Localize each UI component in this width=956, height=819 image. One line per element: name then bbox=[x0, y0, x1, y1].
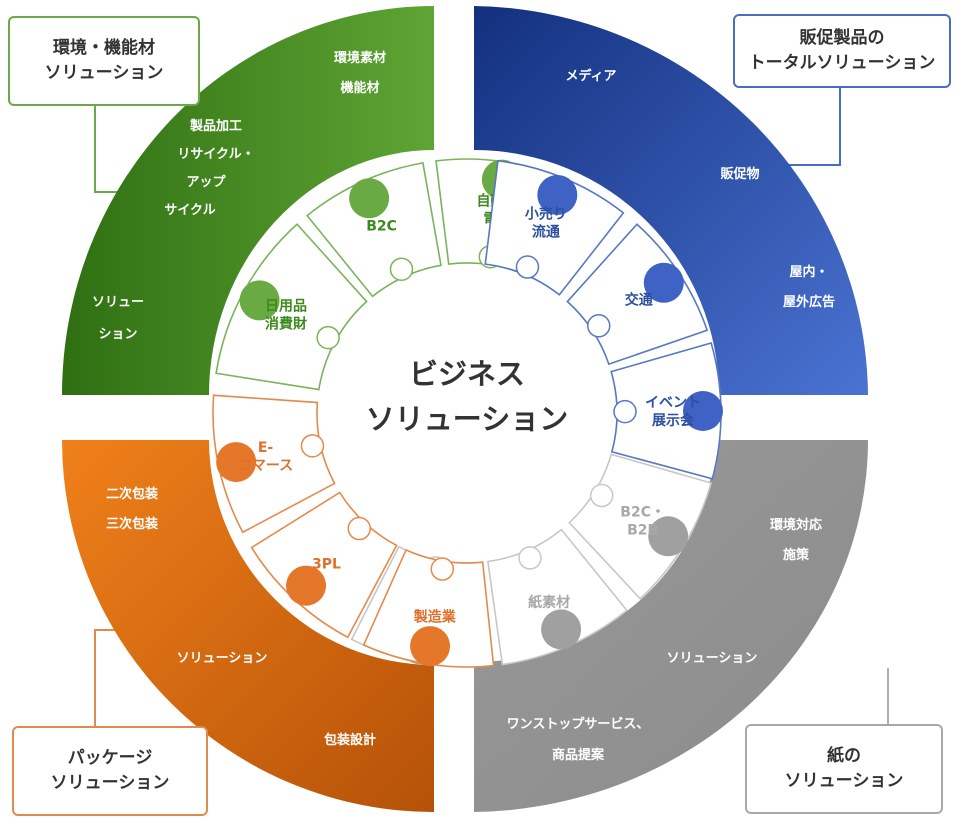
green-ring-label: アップ bbox=[186, 175, 226, 190]
gray-ring-label: ワンストップサービス、 bbox=[507, 716, 650, 732]
blue-ring-band bbox=[474, 6, 868, 395]
blue-segment-label: 交通 bbox=[625, 291, 653, 308]
orange-segment-node bbox=[300, 434, 325, 458]
green-segment-node bbox=[316, 325, 340, 350]
orange-segment-dot bbox=[410, 626, 451, 667]
blue-callout-label: 販促製品の bbox=[799, 28, 885, 49]
orange-segment-node bbox=[347, 516, 371, 541]
center-title-line2: ソリューション bbox=[366, 402, 568, 436]
blue-segment-label: 流通 bbox=[532, 224, 560, 241]
green-callout-label: ソリューション bbox=[44, 63, 164, 83]
blue-segment-node bbox=[613, 399, 637, 424]
gray-segment-node bbox=[518, 546, 542, 570]
gray-callout-label: 紙の bbox=[827, 746, 861, 767]
gray-segment-node bbox=[589, 483, 614, 508]
gray-segment-dot bbox=[541, 609, 582, 650]
blue-segment-dot bbox=[682, 390, 723, 431]
green-segment-dot bbox=[239, 280, 280, 321]
green-ring-band bbox=[62, 6, 434, 395]
blue-ring-label: 屋内・ bbox=[789, 264, 828, 280]
green-segment-label: 日用品 bbox=[265, 299, 307, 315]
orange-ring-label: ソリューション bbox=[177, 651, 268, 666]
gray-ring-label: ソリューション bbox=[667, 651, 758, 666]
orange-segment-node bbox=[430, 557, 455, 581]
blue-segment-dot bbox=[643, 262, 684, 303]
green-ring-label: サイクル bbox=[164, 203, 215, 218]
blue-segment-label: イベント bbox=[645, 395, 701, 411]
blue-segment-node bbox=[515, 255, 540, 279]
orange-callout-box: パッケージソリューション bbox=[12, 726, 208, 816]
orange-segment bbox=[212, 394, 336, 534]
gray-ring-label: 環境対応 bbox=[770, 517, 822, 533]
gray-callout-box: 紙のソリューション bbox=[745, 724, 943, 814]
orange-segment-dot bbox=[286, 565, 327, 606]
gray-ring-band bbox=[474, 440, 868, 812]
green-segment-dot bbox=[349, 178, 390, 219]
blue-ring-label: メディア bbox=[565, 68, 616, 84]
green-ring-label: 機能材 bbox=[340, 80, 379, 96]
green-ring-label: リサイクル・ bbox=[177, 147, 254, 162]
green-ring-label: 製品加工 bbox=[189, 118, 242, 134]
blue-segment-dot bbox=[537, 174, 578, 215]
blue-segment-node bbox=[587, 314, 611, 338]
green-ring-label: ソリュー bbox=[92, 295, 144, 310]
green-ring-label: 環境素材 bbox=[334, 50, 386, 66]
green-segment-node bbox=[389, 257, 414, 281]
orange-callout-label: パッケージ bbox=[67, 748, 153, 769]
green-segment-label: B2C bbox=[366, 219, 397, 235]
orange-ring-band bbox=[62, 440, 434, 812]
gray-segment-dot bbox=[648, 516, 689, 557]
blue-ring-label: 屋外広告 bbox=[783, 294, 835, 310]
gray-ring-label: 施策 bbox=[783, 547, 810, 563]
blue-segment bbox=[610, 341, 722, 480]
center-title-line1: ビジネス bbox=[409, 357, 525, 391]
blue-ring-label: 販促物 bbox=[720, 166, 759, 182]
green-callout-label: 環境・機能材 bbox=[53, 38, 155, 59]
green-callout-box: 環境・機能材ソリューション bbox=[8, 16, 200, 106]
green-ring-label: ション bbox=[98, 327, 137, 342]
green-segment-label: 消費財 bbox=[265, 316, 307, 333]
orange-segment-label: 製造業 bbox=[413, 608, 457, 625]
orange-callout-label: ソリューション bbox=[50, 773, 170, 793]
blue-segment-label: 展示会 bbox=[652, 412, 695, 429]
orange-segment-label: E- bbox=[258, 440, 274, 456]
blue-callout-label: トータルソリューション bbox=[748, 53, 936, 73]
gray-ring-label: 商品提案 bbox=[552, 747, 605, 763]
gray-segment-label: B2C・ bbox=[620, 505, 665, 521]
orange-segment-label: コマース bbox=[238, 458, 293, 474]
callout-connector bbox=[780, 74, 841, 166]
orange-segment-label: 3PL bbox=[312, 557, 341, 573]
orange-ring-label: 三次包装 bbox=[106, 516, 158, 532]
orange-ring-label: 包装設計 bbox=[324, 732, 376, 748]
orange-segment-dot bbox=[216, 442, 257, 483]
blue-callout-box: 販促製品のトータルソリューション bbox=[733, 14, 951, 88]
gray-segment-label: B2B bbox=[627, 523, 658, 539]
blue-segment-label: 小売り bbox=[525, 206, 567, 223]
gray-segment-label: 紙素材 bbox=[528, 594, 570, 611]
orange-ring-label: 二次包装 bbox=[106, 486, 158, 502]
gray-callout-label: ソリューション bbox=[784, 771, 904, 791]
